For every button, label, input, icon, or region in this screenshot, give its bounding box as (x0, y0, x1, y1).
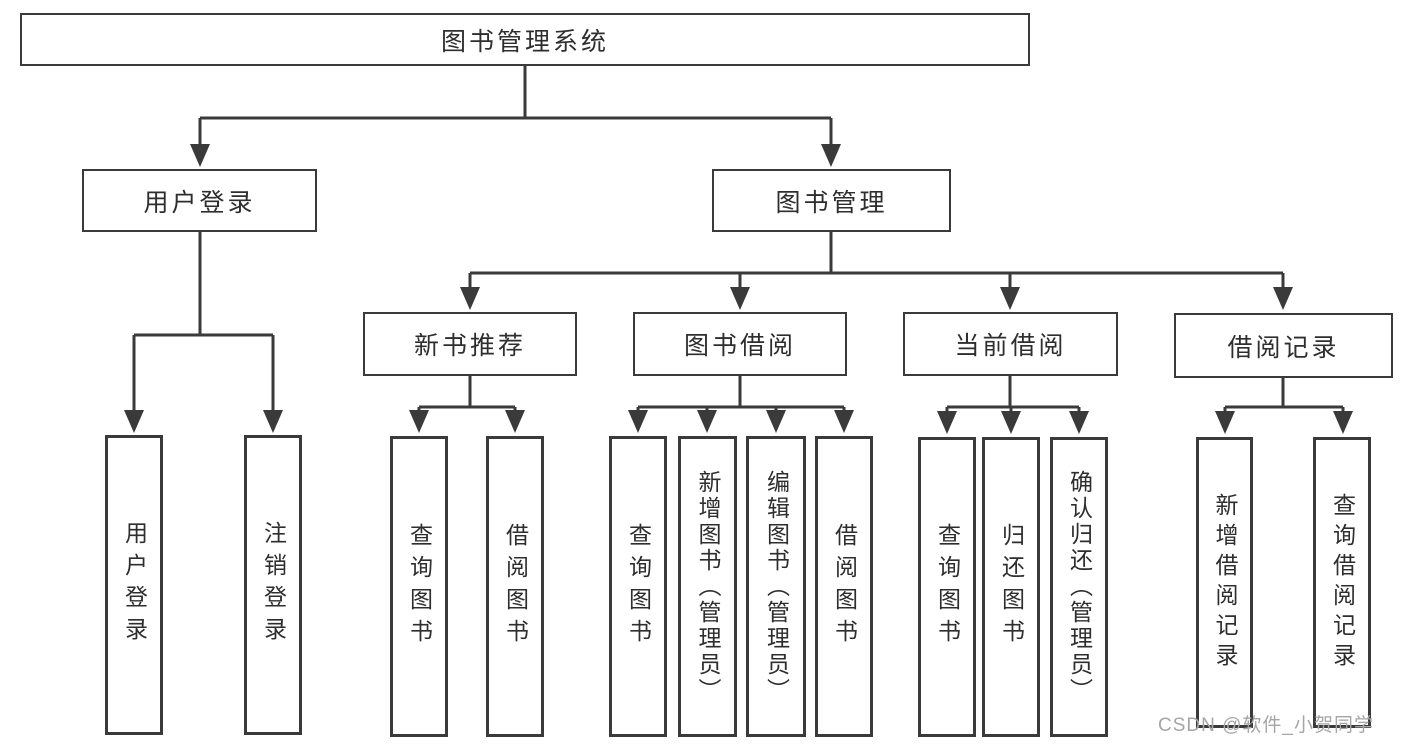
node-label: 查询图书 (625, 522, 652, 651)
node-label: 借阅记录 (1227, 333, 1340, 362)
node-label: 图书管理系统 (440, 27, 609, 56)
node-label: 查询图书 (406, 522, 433, 651)
node-label: 借阅图书 (502, 522, 529, 651)
node-label: 查询图书 (934, 523, 961, 651)
leaf-query-borrow-record: 查询借阅记录 (1313, 437, 1371, 728)
node-current-borrow: 当前借阅 (903, 312, 1118, 376)
node-label: 图书管理 (775, 188, 888, 217)
leaf-borrow-books: 借阅图书 (815, 436, 873, 737)
leaf-logout: 注销登录 (244, 435, 302, 735)
node-label: 注销登录 (260, 521, 287, 649)
leaf-return-books: 归还图书 (982, 437, 1040, 737)
leaf-query-books-current: 查询图书 (918, 437, 976, 737)
node-user-login: 用户登录 (82, 169, 317, 232)
node-library-management-system: 图书管理系统 (20, 13, 1030, 66)
leaf-query-books-recommend: 查询图书 (390, 436, 448, 737)
node-new-book-recommend: 新书推荐 (363, 312, 577, 376)
leaf-add-books-admin: 新增图书（管理员） (678, 436, 737, 737)
node-label: 新书推荐 (413, 332, 526, 360)
leaf-confirm-return-admin: 确认归还（管理员） (1050, 437, 1108, 737)
leaf-query-books-borrow: 查询图书 (609, 436, 667, 737)
leaf-add-borrow-record: 新增借阅记录 (1196, 437, 1253, 728)
node-label: 用户登录 (143, 188, 256, 217)
leaf-borrow-books-recommend: 借阅图书 (486, 436, 544, 737)
node-label: 编辑图书（管理员） (763, 469, 790, 704)
node-borrow-record: 借阅记录 (1174, 313, 1393, 378)
node-label: 确认归还（管理员） (1066, 470, 1093, 704)
node-book-borrow: 图书借阅 (633, 312, 847, 376)
node-label: 查询借阅记录 (1329, 492, 1356, 673)
node-book-management: 图书管理 (712, 169, 951, 232)
node-label: 归还图书 (998, 523, 1025, 651)
leaf-user-login: 用户登录 (105, 435, 163, 735)
node-label: 借阅图书 (831, 522, 858, 651)
node-label: 新增图书（管理员） (695, 469, 721, 704)
csdn-watermark: CSDN @软件_小贺同学 (1158, 715, 1374, 736)
node-label: 用户登录 (121, 521, 148, 649)
node-label: 当前借阅 (954, 332, 1067, 360)
leaf-edit-books-admin: 编辑图书（管理员） (746, 436, 806, 737)
node-label: 新增借阅记录 (1212, 492, 1238, 673)
node-label: 图书借阅 (683, 332, 796, 360)
